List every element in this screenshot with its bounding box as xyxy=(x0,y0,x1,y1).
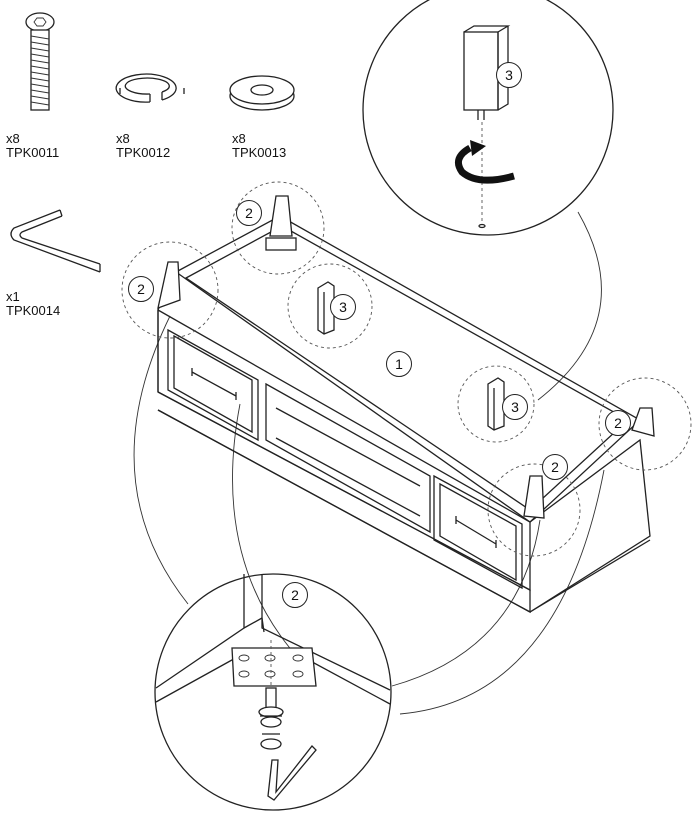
post-left xyxy=(317,281,335,335)
bolt-icon xyxy=(25,12,55,111)
flat-washer-icon xyxy=(229,75,295,111)
part-split-washer-label: x8 TPK0012 xyxy=(116,132,170,160)
zoom-outline-post-right xyxy=(457,365,535,443)
zoom-outline-leg-front-left xyxy=(121,241,219,339)
part-code: TPK0014 xyxy=(6,303,61,318)
callout-post-detail: 3 xyxy=(496,62,522,88)
zoom-outline-post-left xyxy=(287,263,373,349)
part-code: TPK0012 xyxy=(116,145,171,160)
callout-leg-bracket-detail: 2 xyxy=(282,582,308,608)
callout-post-left: 3 xyxy=(330,294,356,320)
leg-back-left xyxy=(265,195,297,251)
allen-key-icon xyxy=(10,209,101,273)
leg-back-right xyxy=(631,407,655,437)
callout-leg-front-left: 2 xyxy=(128,276,154,302)
part-qty: x8 xyxy=(116,131,130,146)
part-code: TPK0011 xyxy=(6,145,60,160)
split-washer-icon xyxy=(115,73,185,103)
leg-front-right xyxy=(523,475,545,519)
part-qty: x1 xyxy=(6,289,20,304)
part-qty: x8 xyxy=(6,131,20,146)
detail-post-screw xyxy=(362,0,614,401)
detail-leg-bracket xyxy=(133,315,605,811)
part-allen-key-label: x1 TPK0014 xyxy=(6,290,60,318)
zoom-outline-leg-back-left xyxy=(231,181,325,275)
callout-leg-back-right: 2 xyxy=(605,410,631,436)
callout-leg-back-left: 2 xyxy=(236,200,262,226)
zoom-outline-leg-back-right xyxy=(598,377,692,471)
post-right xyxy=(487,377,505,431)
frame-assembly xyxy=(157,215,651,614)
callout-post-right: 3 xyxy=(502,394,528,420)
callout-frame: 1 xyxy=(386,351,412,377)
part-qty: x8 xyxy=(232,131,246,146)
zoom-outline-leg-front-right xyxy=(487,463,581,557)
part-flat-washer-label: x8 TPK0013 xyxy=(232,132,286,160)
callout-leg-front-right: 2 xyxy=(542,454,568,480)
part-code: TPK0013 xyxy=(232,145,287,160)
part-bolt-label: x8 TPK0011 xyxy=(6,132,59,160)
leg-front-left xyxy=(157,261,181,310)
